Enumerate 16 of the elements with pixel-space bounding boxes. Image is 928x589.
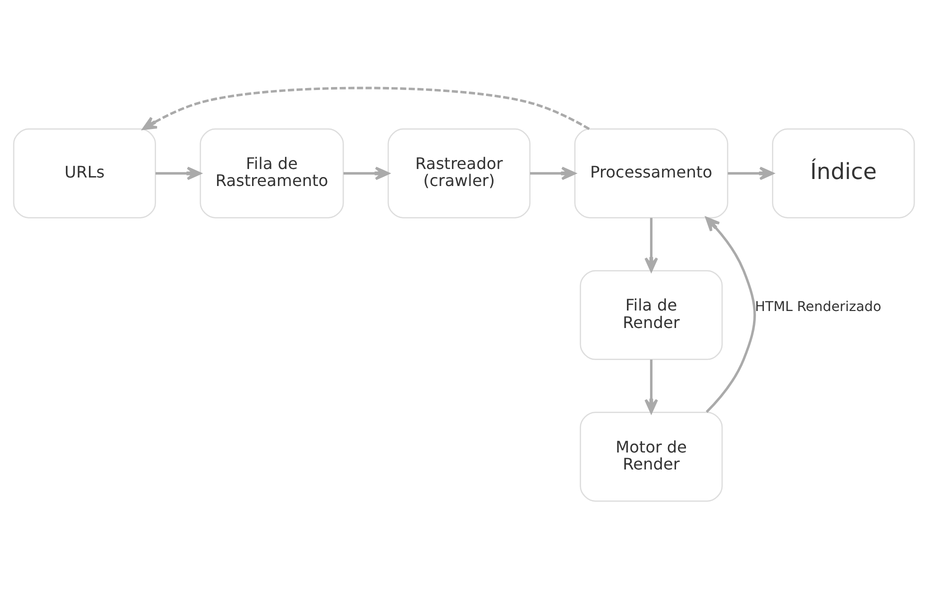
node-box: Índice — [772, 128, 915, 218]
node-box: Rastreador (crawler) — [388, 128, 531, 218]
node-box: URLs — [13, 128, 156, 218]
arrow — [728, 166, 774, 180]
arrow — [142, 86, 590, 130]
arrow — [530, 166, 576, 180]
node-box: Fila de Rastreamento — [200, 128, 344, 218]
node-box: Processamento — [574, 128, 728, 218]
arrow — [705, 216, 756, 413]
arrow — [644, 218, 658, 272]
arrow — [344, 166, 390, 180]
arrow — [644, 360, 658, 414]
arrow — [156, 166, 202, 180]
node-box: Motor de Render — [580, 412, 723, 502]
edge-label: HTML Renderizado — [755, 299, 882, 316]
node-box: Fila de Render — [580, 270, 723, 360]
